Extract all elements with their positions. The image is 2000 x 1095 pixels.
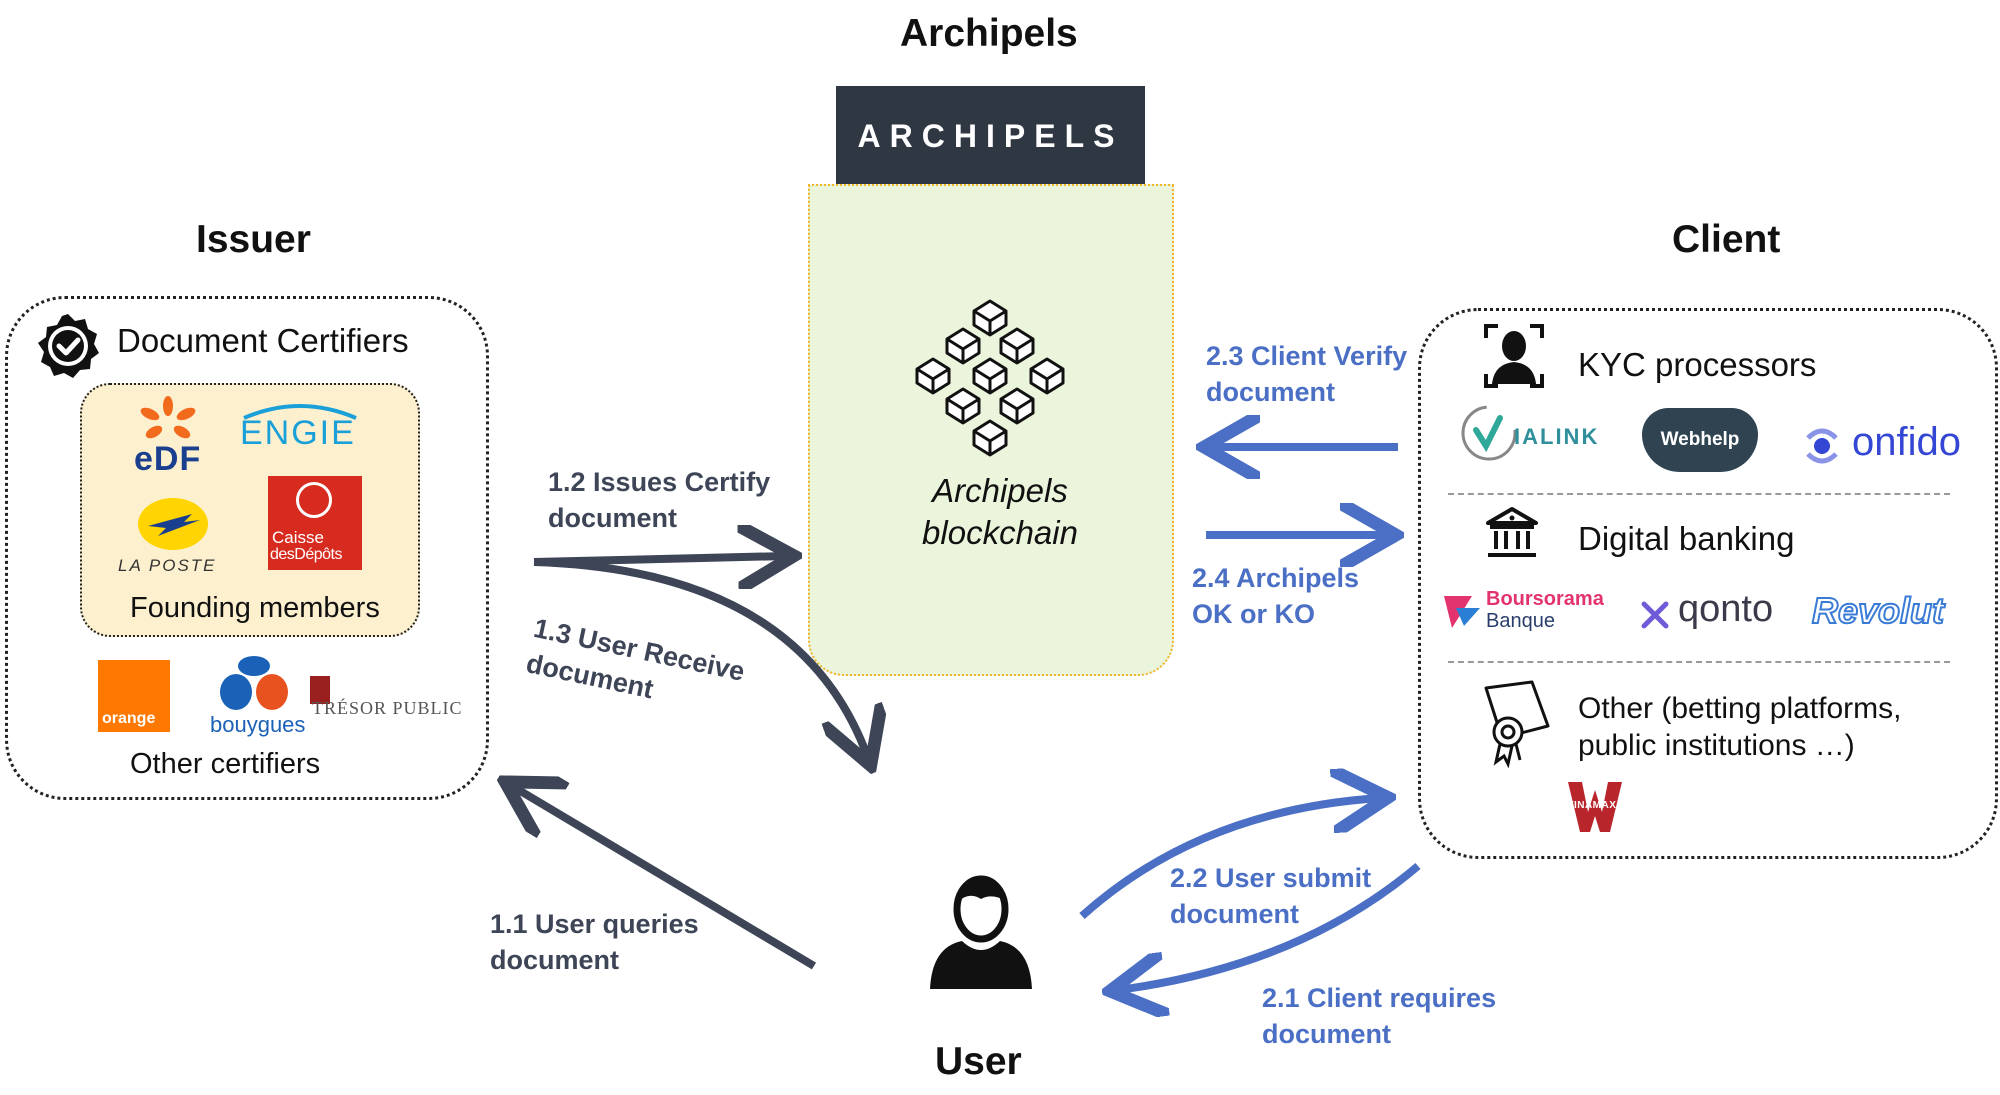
la-poste-logo (138, 498, 208, 550)
tresor-public-text: TRÉSOR PUBLIC (312, 698, 463, 718)
arrow-2-1 (1118, 862, 1421, 990)
bank-icon (1486, 507, 1538, 557)
kyc-processors-label: KYC processors (1578, 346, 1817, 383)
check-badge-icon (38, 314, 99, 378)
caisse-line2: desDépôts (270, 546, 343, 563)
la-poste-text: LA POSTE (118, 556, 217, 575)
other-clients-label: Other (betting platforms, public institu… (1578, 692, 1902, 762)
blockchain-label: Archipels blockchain (922, 472, 1078, 551)
vialink-logo (1461, 405, 1517, 461)
engie-logo: ENGIE (240, 414, 356, 452)
engie-arc (243, 404, 357, 420)
archipels-title: Archipels (900, 12, 1078, 55)
other-certifiers-label: Other certifiers (130, 748, 321, 780)
revolut-text: Revolut (1811, 589, 1945, 632)
orange-logo: orange (98, 660, 170, 732)
qonto-text: qonto (1678, 588, 1774, 630)
issuer-title: Issuer (196, 218, 311, 261)
caisse-line1: Caisse (272, 528, 324, 547)
edf-logo (140, 396, 196, 439)
client-divider-2 (1448, 661, 1950, 663)
archipels-banner-text: ARCHIPELS (857, 118, 1124, 154)
boursorama-line2: Banque (1486, 610, 1555, 632)
client-title: Client (1672, 218, 1781, 261)
orange-logo-text: orange (102, 710, 156, 727)
bouygues-logo (220, 656, 288, 710)
webhelp-text: Webhelp (1660, 429, 1740, 450)
onfido-icon (1806, 428, 1838, 464)
flow-label-1-2: 1.2 Issues Certify document (548, 467, 771, 533)
winamax-text: WINAMAX (1564, 800, 1617, 811)
certificate-icon (1484, 680, 1550, 768)
user-title: User (935, 1040, 1022, 1083)
tresor-public-logo (310, 676, 330, 704)
client-box (1418, 308, 1998, 859)
qonto-icon (1641, 601, 1669, 629)
vialink-text: IALINK (1514, 424, 1600, 449)
onfido-text: onfido (1852, 420, 1961, 464)
webhelp-logo: Webhelp (1642, 408, 1758, 472)
flow-label-2-4: 2.4 Archipels OK or KO (1192, 563, 1360, 629)
blockchain-cubes-icon (915, 299, 1065, 457)
flow-label-2-2: 2.2 User submit document (1170, 863, 1372, 929)
face-scan-icon (1484, 324, 1544, 388)
flow-label-2-1: 2.1 Client requires document (1262, 983, 1497, 1049)
digital-banking-label: Digital banking (1578, 520, 1795, 557)
arrow-2-2 (1079, 798, 1380, 919)
edf-logo-text: eDF (134, 440, 202, 478)
winamax-logo: WINAMAX (1564, 778, 1624, 836)
arrow-1-1 (512, 786, 817, 970)
arrow-1-3 (533, 558, 868, 758)
user-icon (930, 875, 1032, 989)
bouygues-logo-text: bouygues (210, 712, 306, 737)
caisse-depots-logo: Caisse desDépôts (268, 476, 362, 570)
boursorama-logo (1444, 596, 1480, 628)
founding-members-label: Founding members (130, 592, 380, 624)
caisse-seal-icon (296, 482, 332, 518)
client-divider-1 (1448, 493, 1950, 495)
winamax-w-icon (1568, 782, 1622, 832)
boursorama-line1: Boursorama (1486, 588, 1604, 610)
flow-label-2-3: 2.3 Client Verify document (1206, 341, 1408, 407)
founding-members-box (80, 383, 420, 637)
issuer-box (5, 296, 489, 800)
archipels-banner: ARCHIPELS (836, 86, 1145, 187)
document-certifiers-label: Document Certifiers (117, 322, 409, 359)
flow-label-1-1: 1.1 User queries document (490, 909, 699, 975)
